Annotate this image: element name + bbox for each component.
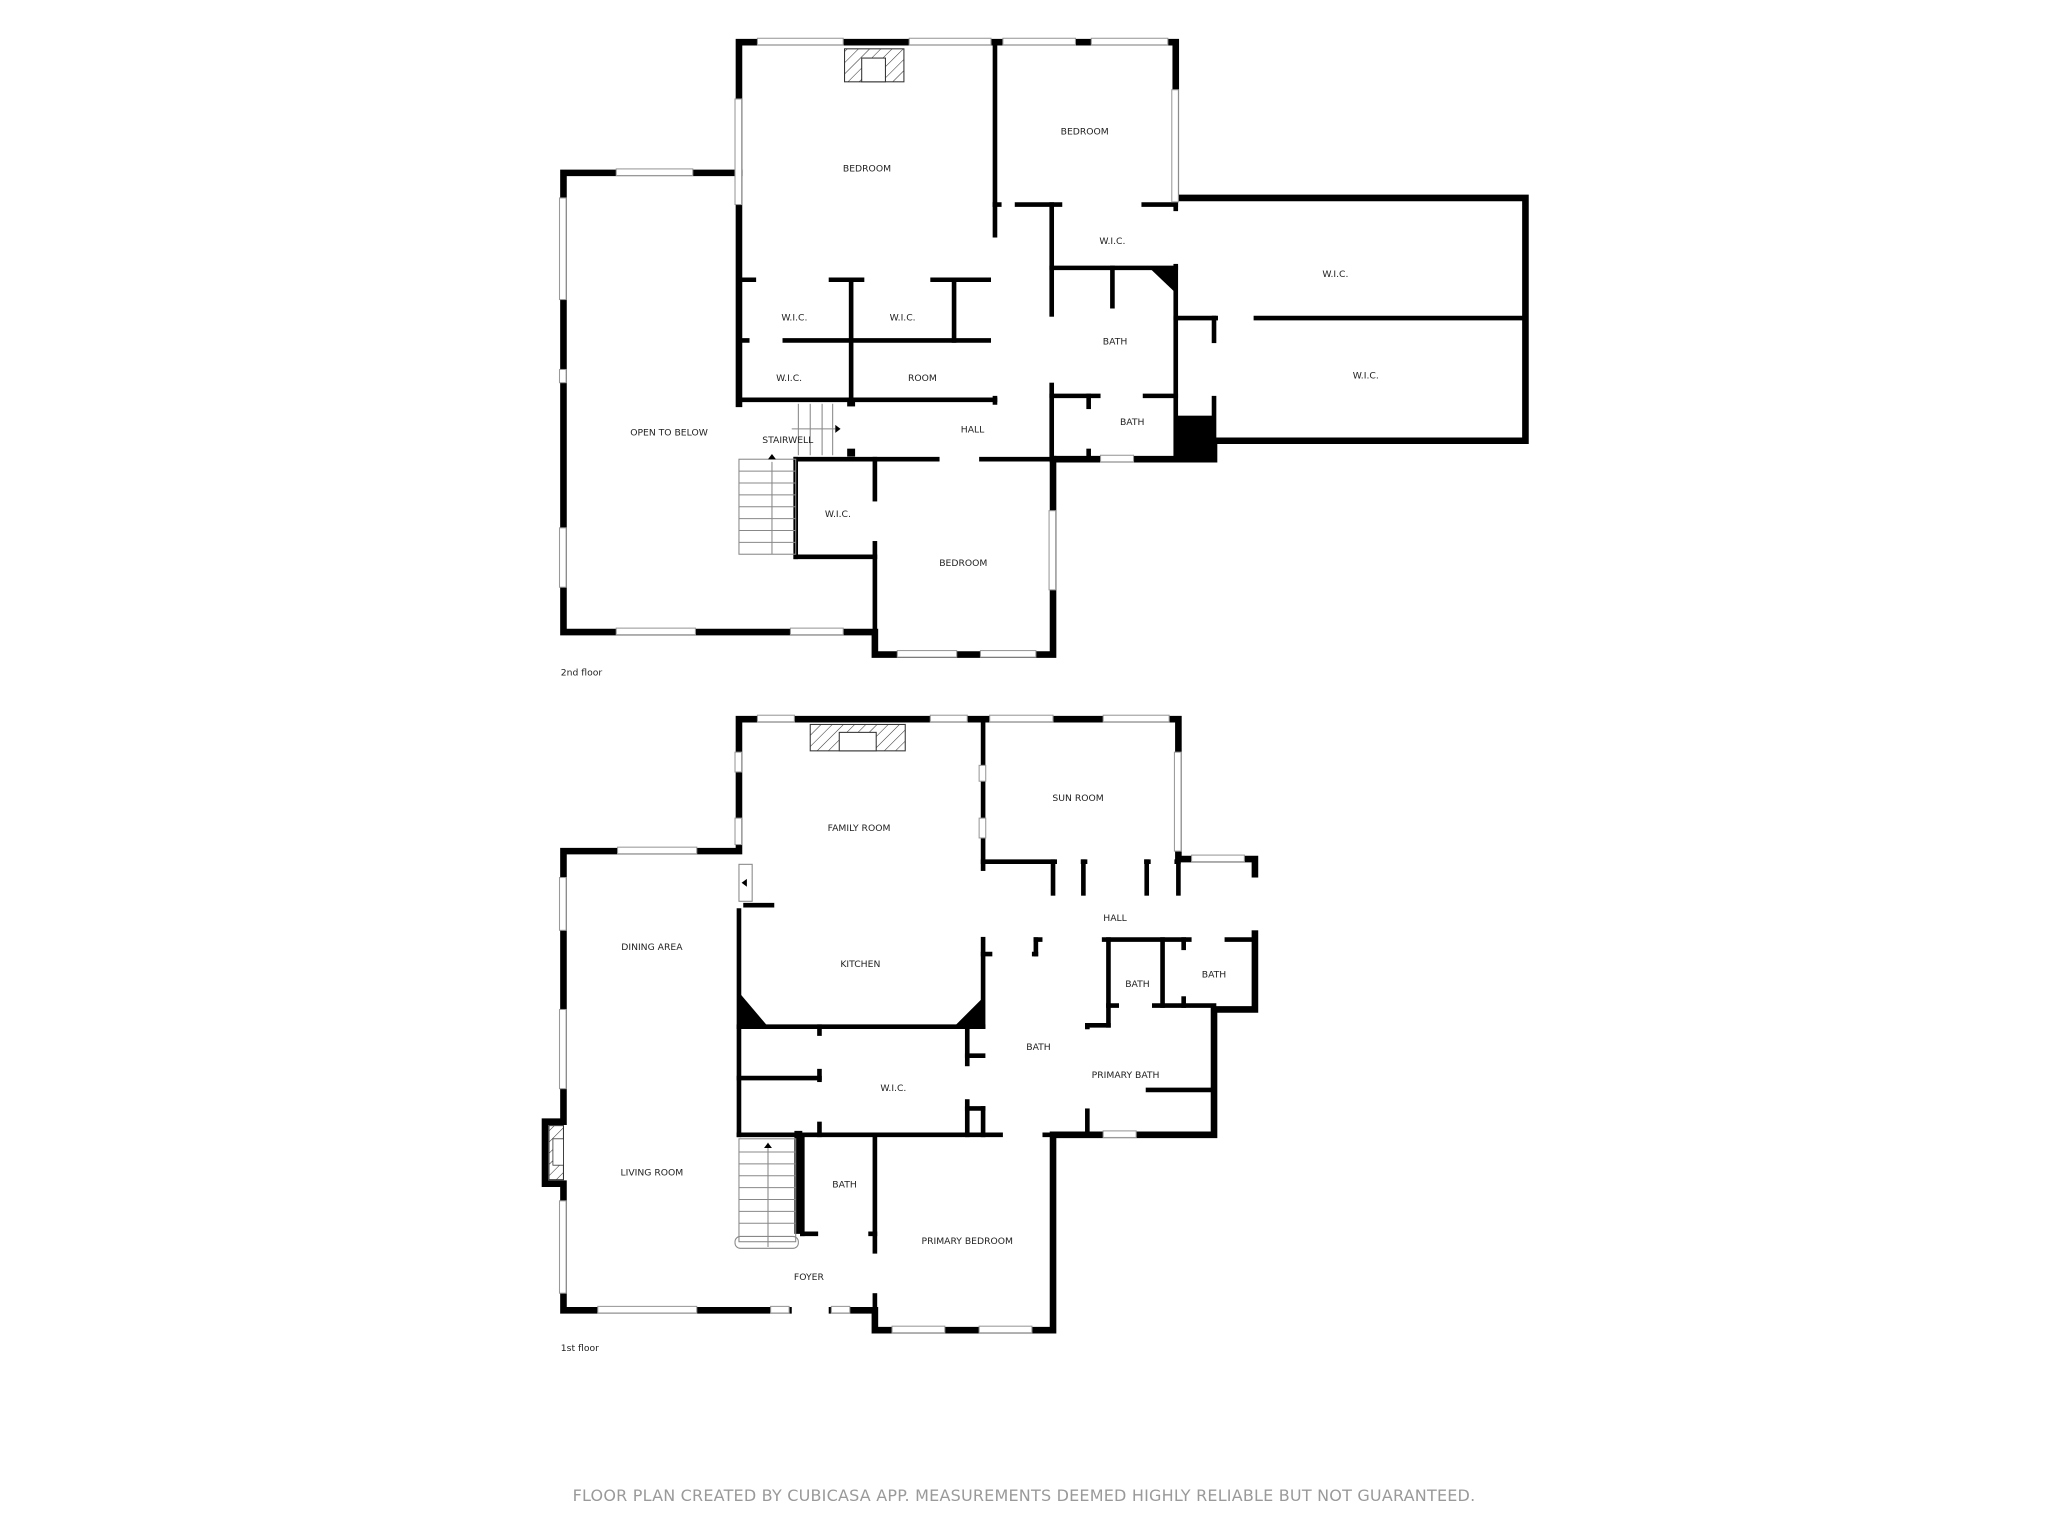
floor-label-2nd: 2nd floor: [561, 668, 603, 679]
stairwell-stairs: [738, 403, 841, 555]
room-label: KITCHEN: [840, 959, 880, 970]
room-label: BATH: [832, 1179, 857, 1190]
room-label: W.I.C.: [1353, 371, 1379, 382]
room-label: HALL: [1103, 913, 1127, 924]
second-floor-plan: BEDROOM BEDROOM OPEN TO BELOW W.I.C. W.I…: [558, 37, 1529, 679]
room-label: HALL: [961, 425, 985, 436]
room-label: SUN ROOM: [1052, 793, 1103, 804]
room-label: BEDROOM: [843, 163, 891, 174]
room-label: BATH: [1103, 336, 1128, 347]
room-label: ROOM: [908, 373, 937, 384]
room-label: W.I.C.: [890, 313, 916, 324]
room-label: W.I.C.: [1322, 269, 1348, 280]
room-label: OPEN TO BELOW: [630, 427, 708, 438]
room-label: LIVING ROOM: [621, 1168, 684, 1179]
room-label: PRIMARY BATH: [1092, 1070, 1160, 1081]
room-label: W.I.C.: [1099, 236, 1125, 247]
room-label: W.I.C.: [776, 373, 802, 384]
floor-label-1st: 1st floor: [561, 1343, 599, 1354]
room-label: FAMILY ROOM: [828, 823, 891, 834]
disclaimer-footer: FLOOR PLAN CREATED BY CUBICASA APP. MEAS…: [572, 1486, 1476, 1505]
room-label: BEDROOM: [939, 558, 987, 569]
room-label: BEDROOM: [1061, 126, 1109, 137]
room-label: BATH: [1120, 417, 1145, 428]
first-floor-plan: FAMILY ROOM SUN ROOM HALL DINING AREA KI…: [541, 714, 1261, 1354]
room-label: W.I.C.: [781, 313, 807, 324]
room-label: BATH: [1125, 979, 1150, 990]
room-label: DINING AREA: [621, 942, 683, 953]
room-label: BATH: [1026, 1042, 1051, 1053]
room-label: STAIRWELL: [762, 435, 814, 446]
room-label: BATH: [1202, 970, 1227, 981]
room-label: PRIMARY BEDROOM: [922, 1236, 1013, 1247]
room-label: W.I.C.: [825, 509, 851, 520]
foyer-stairs: [734, 1138, 799, 1249]
room-label: FOYER: [794, 1272, 825, 1283]
room-label: W.I.C.: [880, 1083, 906, 1094]
